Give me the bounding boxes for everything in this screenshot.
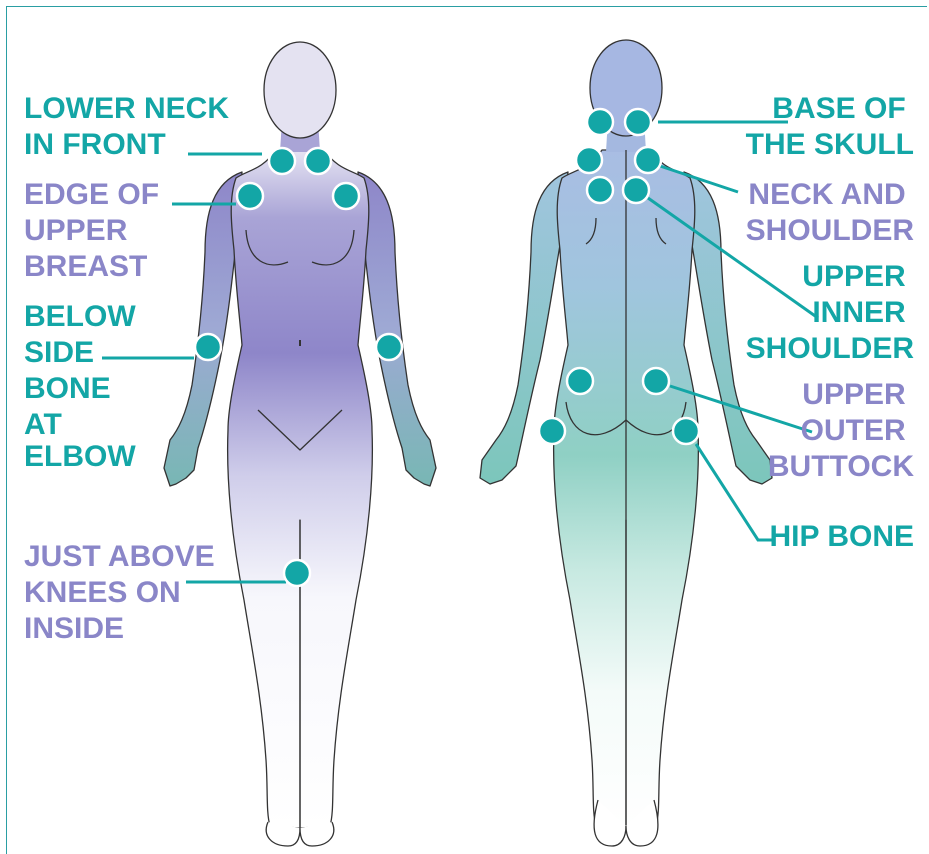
label-below-side-bone: BELOW SIDE BONE AT ELBOW	[24, 300, 144, 473]
label-edge-breast: EDGE OF UPPER BREAST	[24, 178, 167, 283]
back-body-figure	[480, 40, 772, 846]
point-front-elbow-right	[376, 334, 402, 360]
point-back-buttock-right	[643, 368, 669, 394]
point-back-skull-left	[587, 109, 613, 135]
point-back-inner-shoulder-right	[623, 177, 649, 203]
front-body-figure	[164, 42, 436, 846]
point-front-breast-right	[333, 183, 359, 209]
point-back-neck-left	[576, 147, 602, 173]
label-upper-outer-buttock: UPPER OUTER BUTTOCK	[768, 378, 914, 483]
label-lower-neck: LOWER NECK IN FRONT	[24, 92, 237, 161]
point-front-neck-left	[269, 148, 295, 174]
label-knees: JUST ABOVE KNEES ON INSIDE	[24, 540, 223, 645]
point-front-breast-left	[237, 183, 263, 209]
point-back-hip-left	[539, 418, 565, 444]
point-front-knee	[284, 560, 310, 586]
point-back-buttock-left	[567, 368, 593, 394]
label-base-skull: BASE OF THE SKULL	[746, 92, 914, 161]
point-back-skull-right	[625, 109, 651, 135]
point-front-neck-right	[305, 148, 331, 174]
front-head	[264, 42, 336, 138]
label-neck-shoulder: NECK AND SHOULDER	[746, 178, 915, 247]
point-back-inner-shoulder-left	[587, 177, 613, 203]
label-upper-inner-shoulder: UPPER INNER SHOULDER	[746, 260, 915, 365]
label-hip-bone: HIP BONE	[770, 520, 914, 553]
point-front-elbow-left	[195, 334, 221, 360]
point-back-neck-right	[635, 147, 661, 173]
point-back-hip-right	[673, 418, 699, 444]
